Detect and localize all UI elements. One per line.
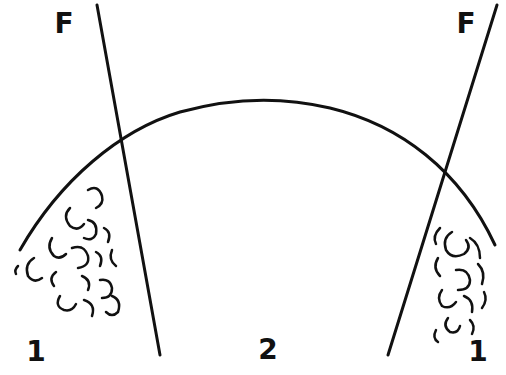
force-label: F (456, 10, 475, 38)
force-line (97, 5, 160, 355)
force-label: F (54, 10, 73, 38)
region-number: 2 (258, 336, 277, 364)
region-number: 1 (468, 338, 487, 366)
region-number: 1 (26, 338, 45, 366)
hatching-right (434, 228, 485, 342)
arch-curve (20, 100, 495, 250)
hatching-left (15, 188, 119, 316)
force-line (388, 5, 497, 355)
